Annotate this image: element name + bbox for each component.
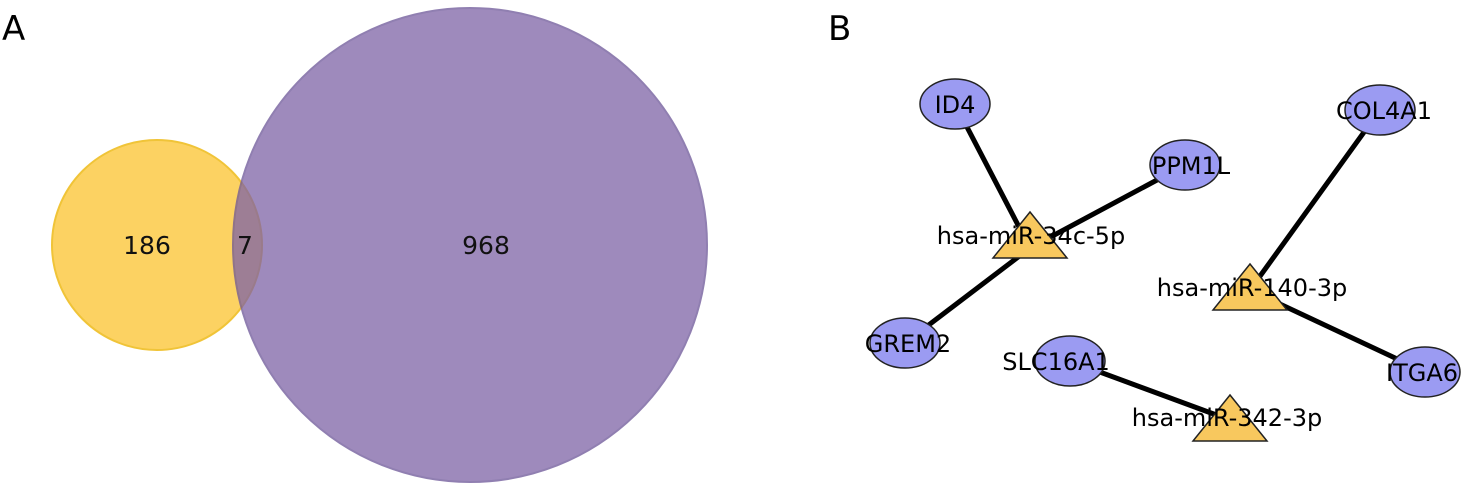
gene-node-itga6: ITGA6 bbox=[1386, 346, 1461, 398]
gene-label-slc16a1: SLC16A1 bbox=[1002, 348, 1110, 376]
mirna-label-mir140: hsa-miR-140-3p bbox=[1157, 274, 1347, 302]
venn-left-count: 186 bbox=[123, 231, 171, 260]
mirna-node-mir140: hsa-miR-140-3p bbox=[1157, 262, 1347, 311]
gene-node-grem2: GREM2 bbox=[865, 317, 951, 369]
gene-node-col4a1: COL4A1 bbox=[1336, 84, 1432, 136]
panel-label-a: A bbox=[2, 9, 25, 49]
panel-label-b: B bbox=[828, 9, 851, 49]
gene-node-slc16a1: SLC16A1 bbox=[1002, 335, 1110, 387]
venn-diagram: 186 7 968 bbox=[51, 7, 708, 483]
gene-label-itga6: ITGA6 bbox=[1386, 359, 1458, 387]
mirna-node-mir342: hsa-miR-342-3p bbox=[1132, 393, 1322, 442]
mirna-label-mir34c: hsa-miR-34c-5p bbox=[937, 222, 1125, 250]
gene-node-id4: ID4 bbox=[919, 78, 991, 130]
venn-intersection-count: 7 bbox=[237, 231, 253, 260]
gene-label-col4a1: COL4A1 bbox=[1336, 97, 1432, 125]
gene-label-grem2: GREM2 bbox=[865, 330, 951, 358]
gene-label-ppm1l: PPM1L bbox=[1152, 152, 1231, 180]
venn-set-right bbox=[232, 7, 708, 483]
edge-col4a1-mir140 bbox=[1247, 108, 1383, 292]
venn-right-count: 968 bbox=[462, 231, 510, 260]
mirna-node-mir34c: hsa-miR-34c-5p bbox=[937, 210, 1125, 259]
gene-label-id4: ID4 bbox=[935, 91, 976, 119]
mirna-label-mir342: hsa-miR-342-3p bbox=[1132, 404, 1322, 432]
gene-node-ppm1l: PPM1L bbox=[1149, 139, 1231, 191]
mirna-gene-network: ID4 PPM1L GREM2 COL4A1 ITGA6 SLC16A1 hsa… bbox=[865, 78, 1461, 442]
